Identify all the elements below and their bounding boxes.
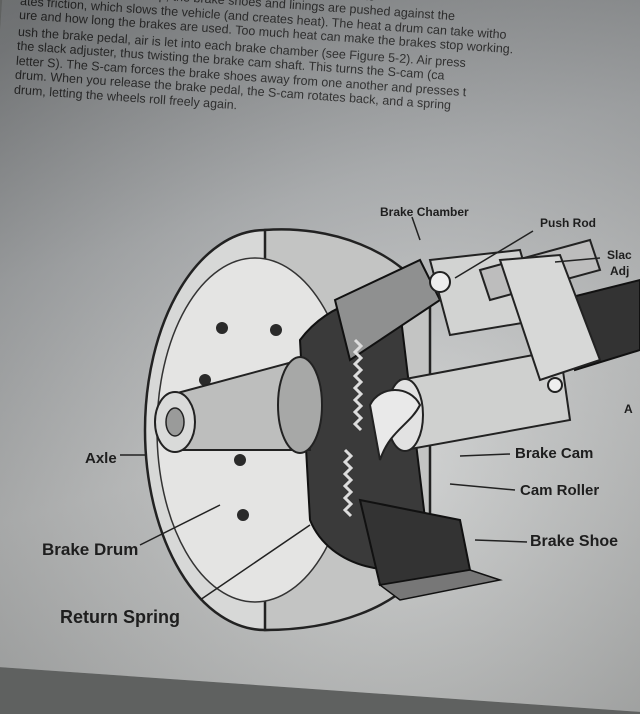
label-return-spring: Return Spring bbox=[60, 607, 180, 627]
leader-lines bbox=[120, 216, 601, 601]
label-slack-adjuster-1: Slac bbox=[607, 248, 632, 262]
label-cam-roller: Cam Roller bbox=[520, 482, 600, 499]
label-brake-shoe: Brake Shoe bbox=[530, 533, 619, 550]
brake-chamber-shape bbox=[428, 238, 640, 393]
axle-shape bbox=[154, 356, 323, 454]
backing-plate bbox=[298, 258, 442, 571]
label-slack-adjuster-2: Adj bbox=[610, 264, 630, 278]
label-air-partial: A bbox=[624, 402, 633, 416]
label-brake-cam: Brake Cam bbox=[515, 445, 594, 462]
label-brake-drum: Brake Drum bbox=[42, 540, 139, 559]
brake-assembly-illustration bbox=[120, 216, 640, 632]
brake-shoe-shape bbox=[358, 498, 503, 601]
return-spring-shape bbox=[342, 338, 364, 518]
label-brake-chamber: Brake Chamber bbox=[380, 205, 469, 219]
label-push-rod: Push Rod bbox=[540, 216, 596, 230]
label-axle: Axle bbox=[85, 450, 117, 467]
cam-shaft-shape bbox=[368, 348, 572, 461]
